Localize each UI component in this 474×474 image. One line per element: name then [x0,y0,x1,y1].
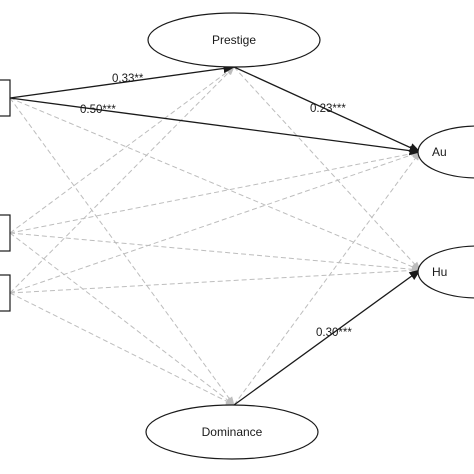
path-prestige-hu [233,66,421,271]
left3-box [0,274,11,312]
node-dominance: Dominance [145,404,319,460]
path-left3-dominance [9,292,235,406]
dominance-label: Dominance [202,425,263,439]
path-left1-dominance [9,97,235,406]
left1-box [0,79,11,117]
node-left2 [0,214,11,252]
path-left2-prestige [9,66,235,234]
node-au: Au [417,125,474,179]
node-left3 [0,274,11,312]
dominance-ellipse [145,404,319,460]
path-left1-au [9,97,422,156]
node-hu: Hu [417,245,474,299]
path-left1-hu [9,97,421,271]
node-prestige: Prestige [147,12,321,68]
node-left1 [0,79,11,117]
prestige-label: Prestige [212,33,256,47]
path-left1-prestige [9,63,236,99]
hu-ellipse [417,245,474,299]
path-left3-hu [9,266,421,294]
coef-left1-au: 0.50*** [80,104,116,116]
coef-dominance-hu: 0.30*** [316,327,352,339]
nonsignificant-paths [9,66,421,406]
path-left2-dominance [9,232,235,406]
path-left3-prestige [9,66,235,294]
path-left2-au [9,150,421,234]
path-dominance-au [233,151,421,406]
au-ellipse [417,125,474,179]
au-label: Au [432,145,447,159]
significant-paths [9,63,422,406]
coef-prestige-au: 0.23*** [310,103,346,115]
coef-left1-prestige: 0.33** [112,73,144,85]
path-dominance-hu [233,269,421,406]
hu-label: Hu [432,265,447,279]
prestige-ellipse [147,12,321,68]
left2-box [0,214,11,252]
path-left2-hu [9,232,421,273]
path-prestige-au [233,66,422,153]
path-left3-au [9,151,421,294]
